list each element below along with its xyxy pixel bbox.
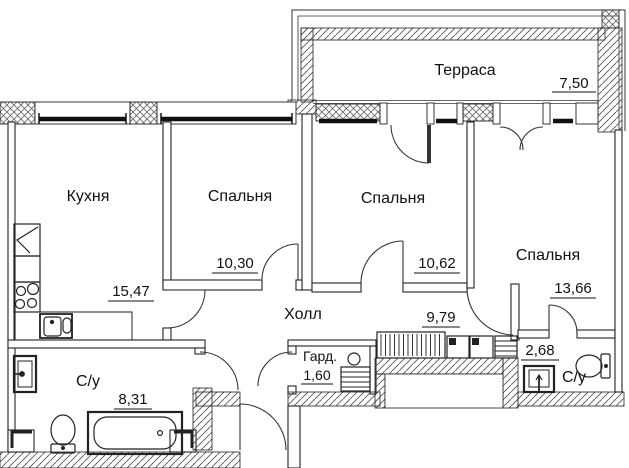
washing-machine-icon [347,352,361,366]
bedroom-right-door-arc [466,287,514,336]
toilet-icon [50,414,76,454]
room-label-wardrobe: Гард. [303,348,337,364]
wardrobe-fixtures [340,352,371,392]
doors [166,124,578,451]
bathroom-left-door-arc [199,351,239,391]
kitchen-door-arc [166,289,206,329]
terrace-walls [287,9,623,133]
room-area-bathroom-left: 8,31 [118,391,147,408]
room-area-bedroom-right: 13,66 [554,280,592,297]
bathtub-icon [86,410,184,456]
bathroom-left-fixtures [10,354,194,456]
terrace-door-arc [390,124,430,164]
room-area-kitchen: 15,47 [112,283,150,300]
room-label-kitchen: Кухня [67,188,110,205]
windows [38,113,622,249]
entrance-door-arc [239,403,287,451]
room-label-bathroom-right: С/у [562,369,586,386]
room-label-bedroom-left: Спальня [208,188,272,205]
washbasin2-icon [522,364,556,394]
wall-pier-left-icon [10,430,32,448]
room-area-bathroom-right: 2,68 [525,342,554,359]
terrace-french-door-right-arc [519,126,544,151]
washbasin-icon [12,354,38,394]
wardrobe-door-arc [257,351,293,387]
fridge-icon [13,223,41,257]
bathroom-right-fixtures [522,353,611,394]
stove-icon [13,281,41,313]
room-label-bathroom-left: С/у [76,373,100,390]
kitchen-fixtures [13,223,133,341]
radiator-icon [376,331,446,359]
walls [7,113,623,468]
room-area-bedroom-left: 10,30 [216,255,254,272]
room-area-wardrobe: 1,60 [303,367,330,383]
cabinet-icon [446,335,494,359]
room-label-terrace: Терраса [434,62,495,79]
kitchen-cabinet-icon [13,255,41,283]
exterior-niche [384,373,504,409]
room-label-hall: Холл [284,306,322,323]
room-area-hall: 9,79 [426,309,455,326]
kitchen-counter-icon [13,311,133,341]
bathroom-right-door-arc [548,304,578,334]
bedroom-left-door-arc [261,243,299,281]
shelf-icon [494,335,518,359]
wardrobe-shelves-icon [340,366,371,392]
hatched-walls [0,357,625,468]
room-label-bedroom-middle: Спальня [361,190,425,207]
wall-pier-right-icon [174,430,194,448]
toilet2-icon [575,353,611,379]
terrace-french-door-left-arc [499,126,524,151]
room-area-terrace: 7,50 [559,75,588,92]
hall-fixtures [376,331,518,359]
bedroom-middle-door-arc [360,240,404,284]
room-area-bedroom-middle: 10,62 [418,255,456,272]
room-label-bedroom-right: Спальня [516,247,580,264]
